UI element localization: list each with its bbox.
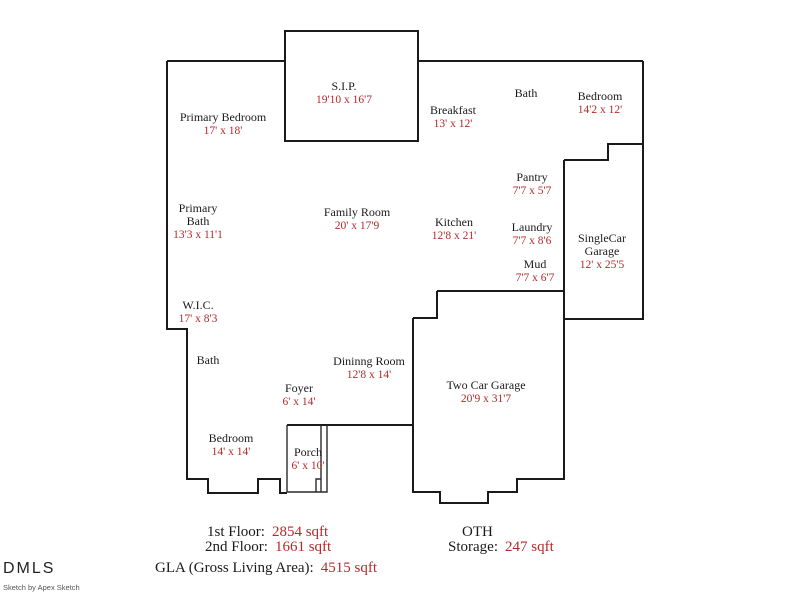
room-name: Bath — [186, 214, 210, 228]
summary-value: 4515 sqft — [320, 560, 377, 576]
room-label-mud: Mud 7'7 x 6'7 — [515, 257, 555, 285]
room-dimensions: 20'9 x 31'7 — [460, 393, 512, 405]
room-dimensions: 12' x 25'5 — [579, 259, 625, 271]
room-label-bedroom-lower: Bedroom 14' x 14' — [208, 431, 254, 459]
room-label-singlecar-garage: SingleCar Garage 12' x 25'5 — [578, 231, 626, 272]
room-dimensions: 20' x 17'9 — [334, 220, 380, 232]
room-dimensions: 19'10 x 16'7 — [316, 94, 372, 106]
room-dimensions: 14'2 x 12' — [577, 104, 623, 116]
room-label-two-car-garage: Two Car Garage 20'9 x 31'7 — [446, 378, 526, 406]
room-name: Bedroom — [577, 89, 623, 103]
room-name: Porch — [294, 445, 322, 459]
room-dimensions: 14' x 14' — [211, 446, 251, 458]
oth-label: OTH — [462, 524, 493, 540]
storage-label: Storage: — [448, 539, 498, 555]
summary-label: 2nd Floor: — [205, 539, 268, 555]
room-label-dining-room: Dininng Room 12'8 x 14' — [333, 354, 405, 382]
room-dimensions: 6' x 10' — [291, 460, 325, 472]
room-dimensions: 13' x 12' — [433, 118, 473, 130]
room-name: S.I.P. — [331, 79, 357, 93]
room-dimensions: 13'3 x 11'1 — [173, 229, 223, 241]
room-name: Laundry — [511, 220, 553, 234]
room-dimensions: 7'7 x 5'7 — [512, 185, 552, 197]
room-label-kitchen: Kitchen 12'8 x 21' — [431, 215, 477, 243]
room-name: Garage — [584, 244, 620, 258]
room-label-sip: S.I.P. 19'10 x 16'7 — [316, 79, 372, 107]
room-label-pantry: Pantry 7'7 x 5'7 — [512, 170, 552, 198]
room-label-primary-bath: Primary Bath 13'3 x 11'1 — [173, 201, 223, 242]
room-name: W.I.C. — [182, 298, 214, 312]
summary-value: 1661 sqft — [274, 539, 332, 555]
room-name: Primary Bedroom — [179, 110, 267, 124]
room-label-bath-upper: Bath — [515, 87, 538, 100]
room-name: Foyer — [285, 381, 313, 395]
room-name: Two Car Garage — [446, 378, 526, 392]
room-label-laundry: Laundry 7'7 x 8'6 — [511, 220, 553, 248]
room-dimensions: 7'7 x 8'6 — [512, 235, 552, 247]
sip-room-box — [284, 30, 419, 142]
room-dimensions: 17' x 18' — [203, 125, 243, 137]
room-name: Bath — [196, 353, 220, 367]
storage-value: 247 sqft — [505, 539, 554, 555]
oth-heading: OTH — [462, 524, 493, 540]
summary-second-floor: 2nd Floor: 1661 sqft — [205, 539, 331, 555]
oth-storage: Storage: 247 sqft — [448, 539, 554, 555]
room-name: Dininng Room — [333, 354, 405, 368]
room-name: Bath — [514, 86, 538, 100]
room-name: Bedroom — [208, 431, 254, 445]
exterior-outline — [166, 60, 644, 504]
sketch-credit: Sketch by Apex Sketch — [3, 583, 80, 592]
summary-label: 1st Floor: — [207, 524, 265, 540]
room-name: Family Room — [323, 205, 391, 219]
summary-label: GLA (Gross Living Area): — [155, 560, 314, 576]
room-label-bath-lower: Bath — [197, 354, 220, 367]
room-dimensions: 12'8 x 14' — [346, 369, 392, 381]
room-label-bedroom-upper: Bedroom 14'2 x 12' — [577, 89, 623, 117]
room-label-family-room: Family Room 20' x 17'9 — [323, 205, 391, 233]
room-dimensions: 12'8 x 21' — [431, 230, 477, 242]
room-name: SingleCar — [578, 231, 626, 245]
room-label-porch: Porch 6' x 10' — [291, 445, 325, 473]
room-label-foyer: Foyer 6' x 14' — [282, 381, 316, 409]
room-label-breakfast: Breakfast 13' x 12' — [430, 103, 476, 131]
garage-interior-walls — [413, 143, 643, 319]
summary-first-floor: 1st Floor: 2854 sqft — [207, 524, 328, 540]
dmls-logo: DMLS — [3, 560, 56, 577]
room-label-primary-bedroom: Primary Bedroom 17' x 18' — [179, 110, 267, 138]
porch-box — [286, 425, 328, 493]
room-name: Pantry — [516, 170, 548, 184]
room-name: Kitchen — [435, 215, 473, 229]
room-dimensions: 7'7 x 6'7 — [515, 272, 555, 284]
room-label-wic: W.I.C. 17' x 8'3 — [178, 298, 218, 326]
room-name: Mud — [523, 257, 547, 271]
summary-gla: GLA (Gross Living Area): 4515 sqft — [155, 560, 377, 576]
summary-value: 2854 sqft — [271, 524, 329, 540]
room-name: Breakfast — [430, 103, 476, 117]
room-name: Primary — [178, 201, 218, 215]
room-dimensions: 17' x 8'3 — [178, 313, 218, 325]
room-dimensions: 6' x 14' — [282, 396, 316, 408]
